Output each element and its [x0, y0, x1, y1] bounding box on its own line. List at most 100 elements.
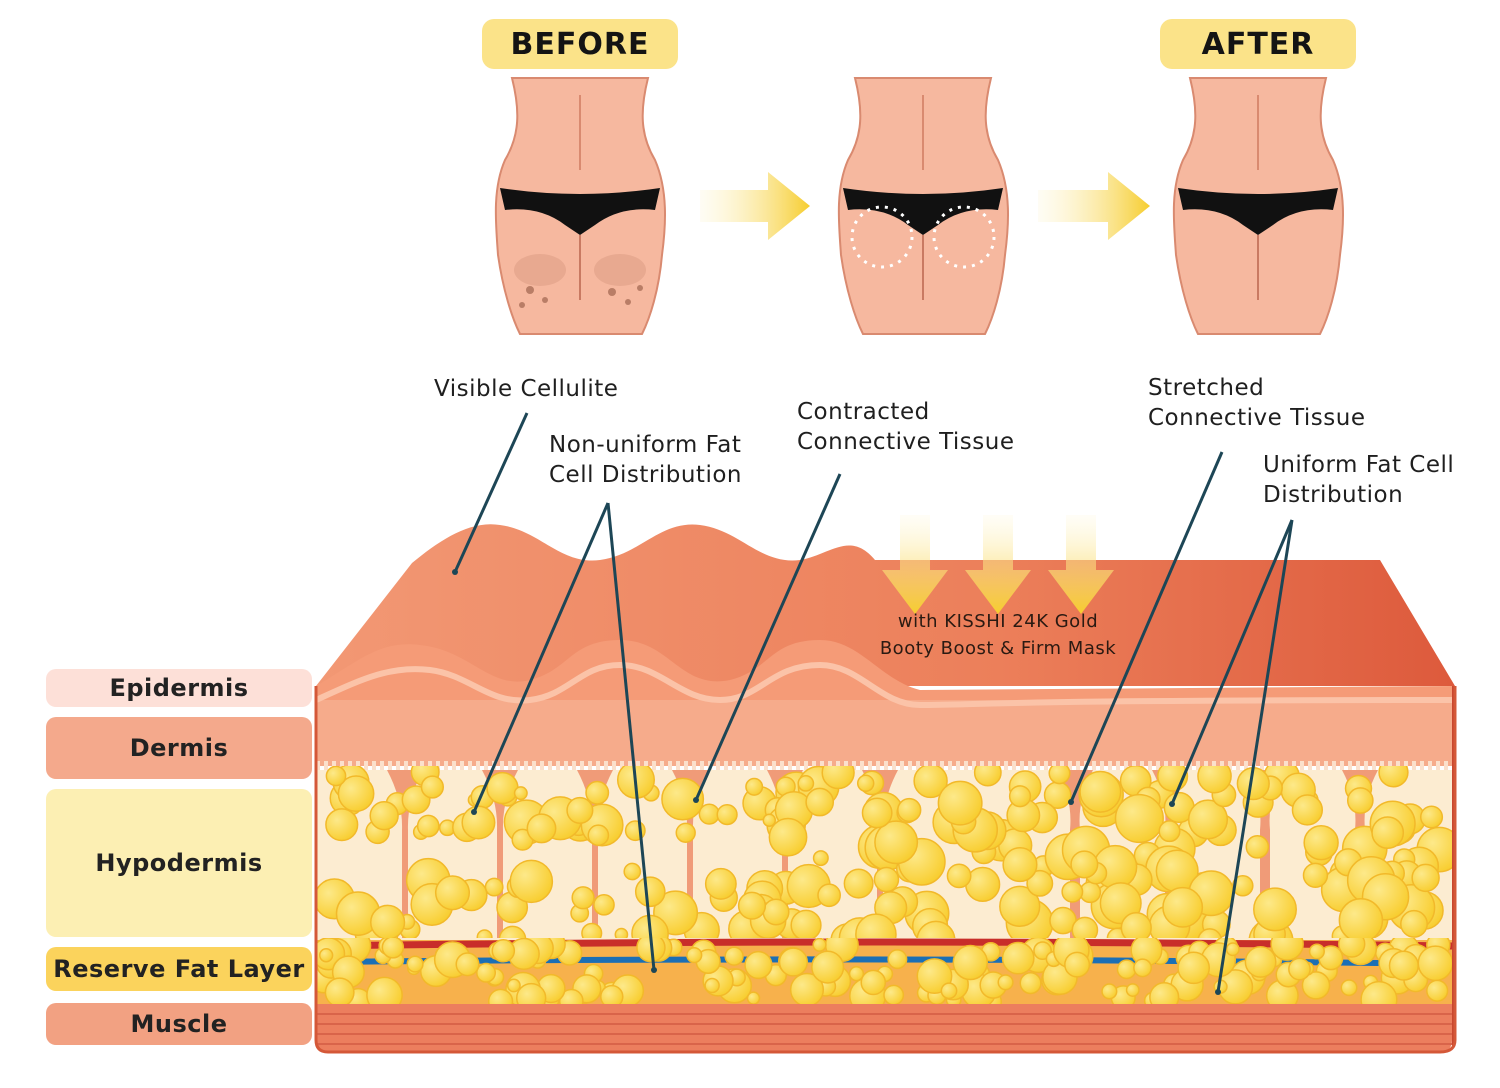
fat-cell	[1360, 980, 1398, 1004]
fat-cell	[1019, 972, 1042, 995]
connective-septum	[482, 770, 518, 938]
callout-stretched-tissue: Stretched Connective Tissue	[1148, 373, 1366, 433]
fat-cell	[812, 938, 827, 952]
fat-cell	[484, 877, 504, 897]
fat-cell	[778, 947, 809, 977]
fat-cell	[509, 859, 554, 904]
callout-contracted-tissue: Contracted Connective Tissue	[797, 397, 1015, 457]
fat-cell	[883, 984, 905, 1004]
fat-cell	[1079, 770, 1122, 813]
callout-text: Connective Tissue	[797, 429, 1015, 455]
fat-cell	[811, 950, 845, 984]
fat-cell	[337, 775, 375, 813]
fat-cell	[1371, 816, 1405, 850]
fat-cell	[848, 966, 865, 982]
fat-cell	[745, 777, 764, 796]
fat-cell	[737, 891, 767, 920]
fat-cell	[686, 946, 703, 964]
fat-cell	[704, 867, 737, 900]
fat-cell	[874, 820, 919, 865]
arrow-down-icon	[1048, 515, 1114, 614]
fat-cell	[614, 927, 629, 938]
fat-cell	[873, 866, 900, 893]
fat-cell	[476, 929, 493, 938]
fat-cell	[1308, 943, 1325, 960]
fat-cell	[1417, 945, 1452, 982]
fat-cell	[1070, 850, 1099, 879]
fat-cell	[526, 813, 557, 844]
fat-cell	[1411, 863, 1440, 893]
fat-cell	[498, 925, 527, 938]
fat-cell	[1400, 909, 1428, 938]
fat-cell	[1426, 979, 1449, 1002]
fat-cell	[1071, 916, 1099, 938]
fat-cell	[486, 771, 519, 805]
layer-label-muscle: Muscle	[46, 1003, 312, 1045]
fat-cell	[1225, 942, 1240, 957]
fat-cell	[768, 817, 808, 857]
fat-cell	[1253, 887, 1297, 932]
fat-cell	[1288, 957, 1311, 981]
callout-text: Contracted	[797, 399, 930, 425]
body-figure-after	[1172, 77, 1345, 335]
fat-cell	[1291, 794, 1324, 826]
callout-text: Cell Distribution	[549, 462, 742, 488]
fat-cell	[406, 955, 424, 973]
connective-septum	[387, 770, 423, 938]
fat-cell	[506, 978, 521, 993]
fat-cell	[1177, 951, 1211, 985]
fat-cell	[324, 977, 355, 1004]
callout-text: Stretched	[1148, 375, 1265, 401]
fat-cell	[416, 814, 440, 838]
treatment-label: with KISSHI 24K Gold Booty Boost & Firm …	[850, 608, 1146, 662]
fat-cell	[369, 800, 399, 831]
fat-cell	[1187, 799, 1229, 840]
fat-cell	[856, 774, 875, 793]
fat-cell	[1197, 928, 1222, 938]
fat-cell	[1133, 958, 1153, 978]
fat-cell	[675, 822, 696, 843]
fat-cell	[1302, 862, 1329, 889]
fat-cell	[1002, 846, 1038, 883]
arrow-down-icon	[882, 515, 948, 614]
fat-cell	[946, 863, 972, 889]
layer-label-epidermis: Epidermis	[46, 669, 312, 707]
fat-cell	[1197, 766, 1232, 794]
fat-cell	[1162, 886, 1204, 928]
fat-cell	[1340, 979, 1358, 997]
fat-cell	[623, 862, 642, 881]
fat-cell	[1244, 945, 1277, 978]
fat-cell	[1338, 898, 1384, 938]
fat-cell	[1064, 951, 1091, 978]
leader-lines	[453, 412, 1294, 993]
arrow-right-icon	[1038, 172, 1150, 240]
fat-cell	[1245, 835, 1270, 859]
fat-cell	[1338, 938, 1366, 958]
body-figure-middle	[837, 77, 1010, 335]
fat-cell	[812, 850, 829, 867]
fat-cell	[1231, 874, 1254, 897]
fat-cell	[1001, 941, 1035, 975]
fat-cell	[1346, 787, 1374, 814]
fat-cell	[746, 991, 761, 1004]
vein-line	[315, 956, 1453, 967]
fat-cell	[762, 813, 777, 827]
fat-cell	[1120, 912, 1152, 938]
fat-cell	[789, 972, 825, 1004]
fat-cell	[434, 875, 471, 911]
fat-cell	[860, 969, 887, 996]
fat-cell	[1158, 820, 1181, 843]
fat-cell	[370, 904, 406, 938]
fat-cell	[461, 805, 496, 840]
fat-cell	[805, 787, 835, 817]
callout-text: Distribution	[1263, 482, 1404, 508]
fat-cell	[973, 766, 1002, 787]
fat-cell	[487, 988, 514, 1004]
connective-septum	[672, 770, 708, 938]
fat-cell	[1061, 880, 1084, 903]
fat-cell	[1114, 793, 1164, 844]
fat-cell	[817, 883, 841, 908]
fat-cell	[916, 958, 953, 995]
fat-cell	[571, 886, 595, 910]
